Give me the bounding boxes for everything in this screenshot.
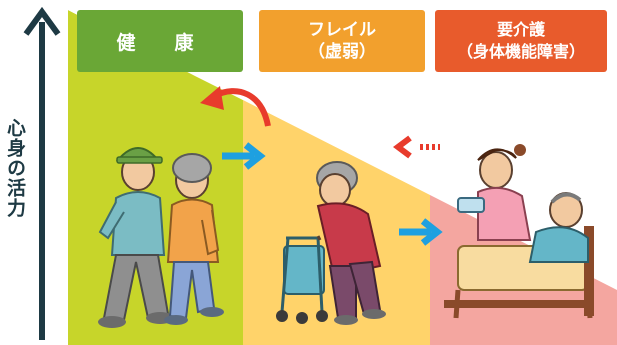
stage-frailty-header: フレイル （虚弱） xyxy=(259,10,425,72)
reverse-arrow-icon xyxy=(200,86,271,127)
forward-arrow-icon xyxy=(399,218,443,246)
elderly-woman-walker xyxy=(276,161,386,325)
reverse-arrow-icon xyxy=(393,135,440,159)
caregiver-with-patient-in-bed xyxy=(444,144,594,319)
forward-arrow-icon xyxy=(222,142,266,170)
stage-care-label: 要介護 xyxy=(496,20,545,39)
vitality-axis-label: 心身の活力 xyxy=(4,118,26,218)
vertical-arrow-icon xyxy=(23,6,61,340)
stage-health-header: 健 康 xyxy=(77,10,243,72)
stage-care-sublabel: （身体機能障害） xyxy=(456,42,585,61)
stage-health-label: 健 康 xyxy=(116,31,204,54)
stage-frailty-sublabel: （虚弱） xyxy=(308,42,376,62)
stage-frailty-label: フレイル xyxy=(308,20,376,40)
elderly-couple-walking xyxy=(98,147,224,328)
stage-care-header: 要介護 （身体機能障害） xyxy=(435,10,607,72)
